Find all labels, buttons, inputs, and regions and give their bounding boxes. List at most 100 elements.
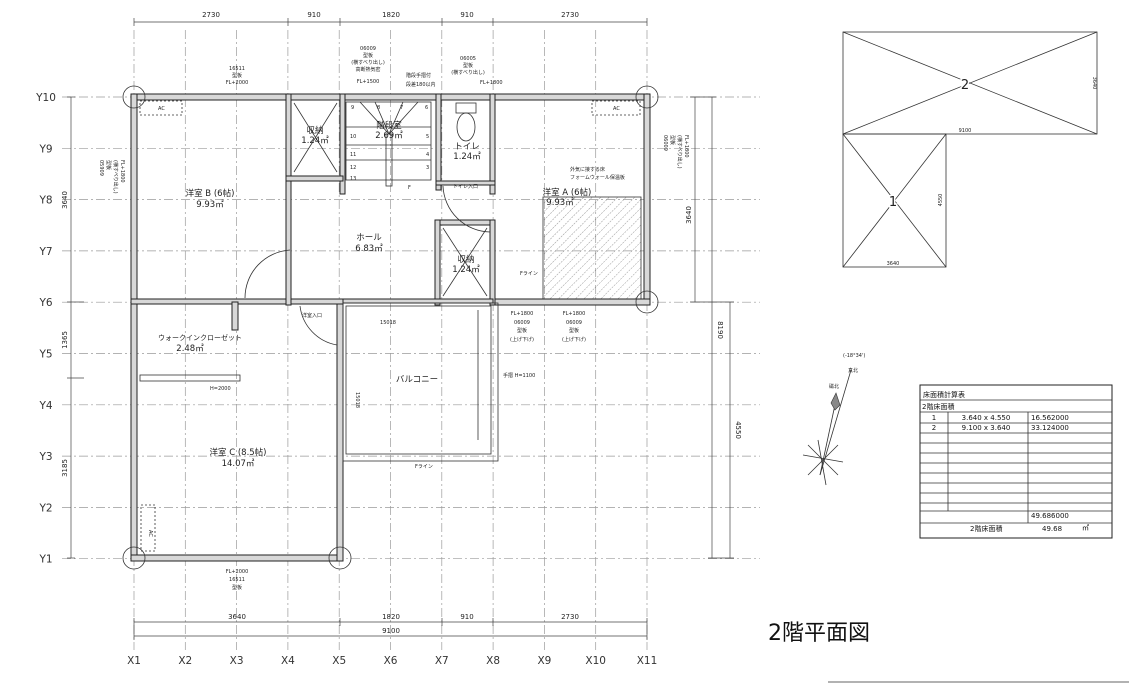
window-toilet-code: 06005 <box>460 56 476 62</box>
window-right-open: (横すべり出し) <box>676 135 683 169</box>
hall-name: ホール <box>356 233 382 243</box>
roof-1-label: 1 <box>889 195 897 210</box>
balcony-dim-v: 15018 <box>354 392 360 408</box>
window-stair-type: 型板 <box>363 52 373 59</box>
dim-left-1: 3640 <box>61 191 69 209</box>
window-bal2-open: (上げ下げ) <box>562 336 586 343</box>
window-b-code: 16511 <box>229 66 245 72</box>
room-a-name: 洋室 A (6帖) <box>543 187 592 198</box>
roof-2-label: 2 <box>961 78 969 93</box>
corner-column-markers <box>122 85 659 570</box>
window-b-height: FL+2000 <box>226 80 249 86</box>
grid-label-x: X10 <box>585 655 606 667</box>
grid-label-x: X5 <box>332 655 346 667</box>
dim-bottom-4: 2730 <box>561 613 579 621</box>
stair-step-4: 4 <box>426 152 429 158</box>
dim-bottom-2: 1820 <box>382 613 400 621</box>
window-bal2-type: 型板 <box>569 327 579 334</box>
dim-left-2: 1365 <box>61 331 69 349</box>
stair-rail-note: 階段手摺付 <box>406 72 431 79</box>
staircase: 9 8 7 6 10 5 11 4 12 3 13 F <box>345 101 432 191</box>
row-1-area: 16.562000 <box>1031 414 1069 422</box>
stair-step-13: 13 <box>350 176 356 182</box>
dim-bottom-1: 3640 <box>228 613 246 621</box>
window-left-type: 型板 <box>105 160 112 170</box>
room-b-area: 9.93㎡ <box>196 200 224 210</box>
window-left-code: 05909 <box>98 160 104 176</box>
toilet-name: トイレ <box>454 142 480 152</box>
dim-top-5: 2730 <box>561 11 579 19</box>
window-right-code: 06009 <box>662 135 668 151</box>
table-subtotal: 49.686000 <box>1031 512 1069 520</box>
window-toilet-type: 型板 <box>463 62 473 69</box>
left-dimensions: 3640 1365 3185 <box>61 96 84 559</box>
grid-label-y: Y4 <box>38 400 52 412</box>
stair-area: 2.69㎡ <box>375 131 403 141</box>
window-c-code: 16511 <box>229 577 245 583</box>
stair-step-note: 段差180以内 <box>406 81 436 88</box>
room-b-name: 洋室 B (6帖) <box>186 188 235 199</box>
stair-step-11: 11 <box>350 152 356 158</box>
roof-2-depth: 3640 <box>1091 77 1097 90</box>
compass-true-north: 真北 <box>848 367 858 374</box>
grid-label-x: X6 <box>384 655 398 667</box>
drain-line-note: Fライン <box>415 464 433 470</box>
row-2-calc: 9.100 x 3.640 <box>962 424 1011 432</box>
dim-right-3: 4550 <box>734 421 742 439</box>
window-bal1-type: 型板 <box>517 327 527 334</box>
table-title: 床面積計算表 <box>923 390 965 399</box>
grid-label-y: Y9 <box>38 143 52 155</box>
bottom-dimensions: 3640 1820 910 2730 9100 <box>133 613 648 640</box>
top-dimensions: 2730 910 1820 910 2730 <box>133 11 648 26</box>
toilet-entry-note: トイレ入口 <box>453 184 478 190</box>
floor-note-1: 外気に接する床 <box>570 166 605 173</box>
dim-top-1: 2730 <box>202 11 220 19</box>
walkin-name: ウォークインクローゼット <box>158 333 242 342</box>
window-c-height: FL+2000 <box>226 569 249 575</box>
row-2-no: 2 <box>932 424 936 432</box>
room-c-area: 14.07㎡ <box>222 459 255 469</box>
stair-step-12: 12 <box>350 165 356 171</box>
roof-1-depth: 4550 <box>938 194 944 207</box>
walls <box>130 93 651 562</box>
stair-step-3: 3 <box>426 165 429 171</box>
grid-label-y: Y10 <box>35 92 56 104</box>
storage-1-name: 収納 <box>306 125 323 136</box>
row-1-no: 1 <box>932 414 936 422</box>
floor-note-2: フォームウォール保温板 <box>570 174 625 181</box>
window-stair-code: 06009 <box>360 46 376 52</box>
ac-label-c: AC <box>147 530 153 537</box>
balcony-dim-h: 15018 <box>380 320 396 326</box>
annotations: 16511 型板 FL+2000 06009 型板 (横すべり出し) 高断熱気密… <box>98 46 689 591</box>
window-c-type: 型板 <box>232 584 242 591</box>
window-toilet-open: (横すべり出し) <box>451 69 485 76</box>
window-left-height: FL+1800 <box>119 160 125 183</box>
dim-bottom-total: 9100 <box>382 627 400 635</box>
grid-label-y: Y1 <box>38 554 52 566</box>
drain-line-note-2: Fライン <box>520 271 538 277</box>
hall-area: 6.83㎡ <box>355 244 383 254</box>
table-total-unit: ㎡ <box>1082 524 1089 532</box>
storage-1-area: 1.24㎡ <box>301 136 329 146</box>
ac-label-a: AC <box>613 106 620 112</box>
stair-direction: F <box>408 185 411 191</box>
room-labels: 洋室 B (6帖) 9.93㎡ 収納 1.24㎡ 階段室 2.69㎡ トイレ 1… <box>158 120 591 469</box>
closet-shelf <box>139 374 241 382</box>
shelf-note: H=2000 <box>210 386 231 392</box>
dim-left-3: 3185 <box>61 459 69 477</box>
grid-label-y: Y2 <box>38 502 52 514</box>
dim-right-1: 3640 <box>685 206 693 224</box>
window-toilet-height: FL+1800 <box>480 80 503 86</box>
room-entry-note: 洋室入口 <box>302 312 322 319</box>
walkin-area: 2.48㎡ <box>176 344 204 354</box>
room-a-area: 9.93㎡ <box>546 198 574 208</box>
ac-units: AC AC AC <box>139 100 641 552</box>
stair-name: 階段室 <box>376 120 402 131</box>
row-2-area: 33.124000 <box>1031 424 1069 432</box>
ac-label-b: AC <box>158 106 165 112</box>
area-calculation-table: 床面積計算表 2階床面積 1 3.640 x 4.550 16.562000 2… <box>919 384 1113 539</box>
stair-step-10: 10 <box>350 134 356 140</box>
grid-label-x: X9 <box>537 655 551 667</box>
storage-2-name: 収納 <box>457 254 474 265</box>
